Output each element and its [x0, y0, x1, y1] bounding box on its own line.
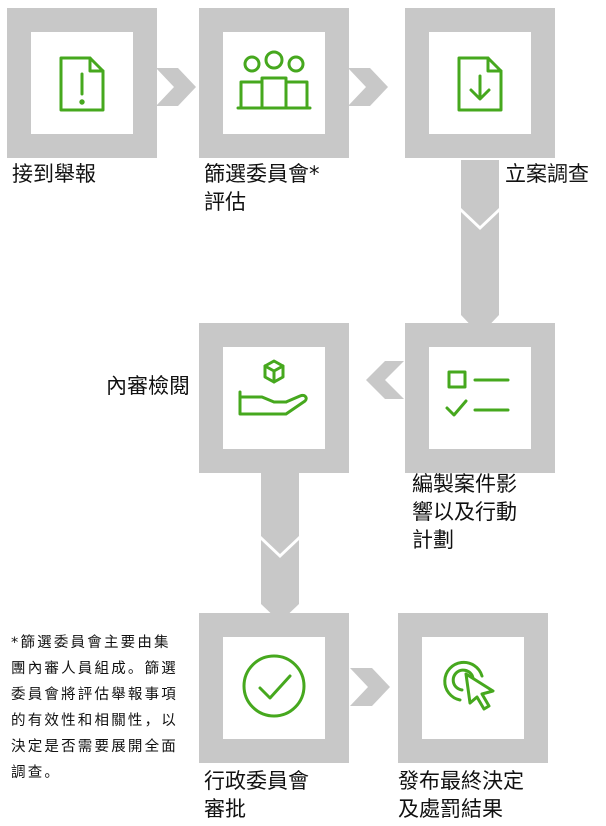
step-label-1: 接到舉報: [12, 162, 96, 186]
step-label-6: 行政委員會審批: [204, 769, 309, 821]
connector-1-2: [156, 68, 196, 106]
connector-3-4-notch: [461, 208, 499, 230]
document-download-icon: [457, 56, 503, 112]
footnote: *篩選委員會主要由集團內審人員組成。篩選委員會將評估舉報事項的有效性和相關性，以…: [11, 635, 178, 781]
connector-6-7: [350, 668, 390, 706]
cursor-click-icon: [443, 660, 495, 711]
checklist-icon: [445, 370, 510, 417]
connectors: [156, 68, 499, 706]
step-box-2: [199, 8, 349, 158]
hand-holding-box-icon: [238, 359, 308, 416]
connector-4-5: [366, 361, 404, 399]
connector-2-3: [348, 68, 388, 106]
step-label-3: 立案調查: [505, 162, 589, 186]
step-label-5: 內審檢閱: [106, 374, 190, 398]
step-label-4: 編製案件影響以及行動計劃: [412, 472, 517, 552]
step-box-4: [405, 323, 555, 473]
step-label-7: 發布最終決定及處罰結果: [398, 769, 524, 821]
step-box-5: [199, 323, 349, 473]
circle-check-icon: [242, 654, 306, 718]
group-people-icon: [236, 50, 312, 110]
connector-5-6: [261, 455, 299, 622]
step-box-6: [199, 613, 349, 763]
connector-5-6-notch: [261, 536, 299, 558]
step-label-2: 篩選委員會*評估: [204, 162, 320, 214]
connector-3-4: [461, 160, 499, 335]
document-alert-icon: [59, 56, 105, 112]
